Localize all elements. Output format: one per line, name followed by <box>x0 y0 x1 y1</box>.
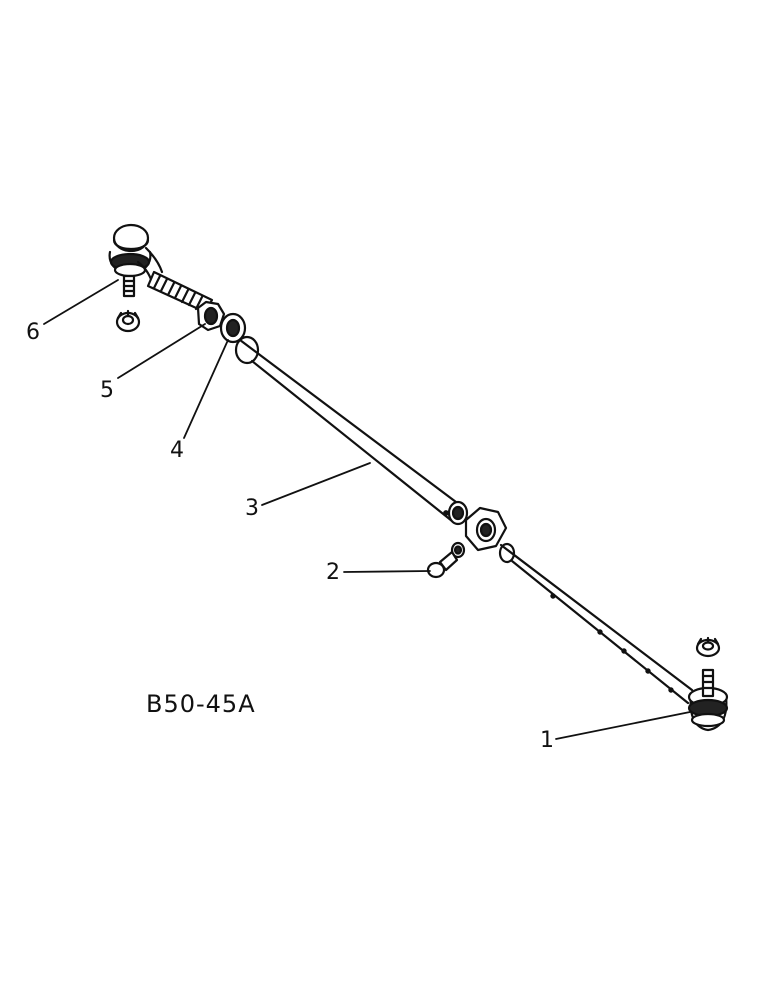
figure-code: B50-45A <box>146 690 256 718</box>
leader-4 <box>183 339 229 439</box>
part-6-tie-rod-end-left <box>108 223 214 314</box>
leader-1 <box>555 711 691 740</box>
leader-2 <box>343 570 431 573</box>
part-4-washer <box>219 312 247 344</box>
callout-3: 3 <box>245 496 259 521</box>
castle-nut-left <box>115 309 141 333</box>
callout-5: 5 <box>100 378 114 403</box>
callout-2: 2 <box>326 560 340 585</box>
part-3-tube <box>234 335 469 526</box>
threaded-rod-right <box>498 542 694 705</box>
tube-clamp <box>464 506 508 552</box>
leader-3 <box>261 462 371 506</box>
callout-4: 4 <box>170 438 184 463</box>
castle-nut-right <box>695 636 721 658</box>
leader-lines <box>43 279 691 740</box>
part-1-tie-rod-end-right <box>687 668 729 732</box>
part-5-jam-nut <box>196 300 226 332</box>
callout-1: 1 <box>540 728 554 753</box>
leader-5 <box>117 323 206 379</box>
callout-6: 6 <box>26 320 40 345</box>
part-2-clamp-bolt <box>426 541 466 579</box>
leader-6 <box>43 279 119 325</box>
